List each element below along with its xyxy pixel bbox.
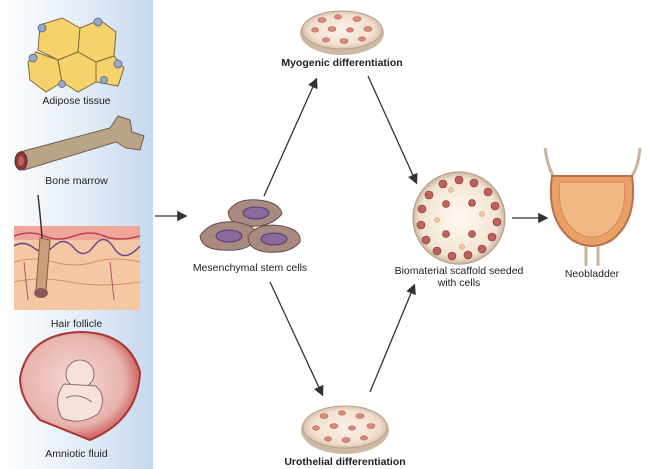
label-biomaterial-scaffold: Biomaterial scaffold seeded with cells (394, 265, 524, 289)
label-adipose-tissue: Adipose tissue (42, 95, 111, 107)
urothelial-culture-dish (301, 405, 389, 454)
arrow-myogenic-to-scaffold (367, 75, 418, 185)
process-arrows (155, 75, 549, 397)
hair-follicle-illustration (13, 194, 141, 310)
arrow-stem-cells-to-myogenic (263, 77, 318, 197)
arrow-stem-cells-to-urothelial (269, 281, 324, 397)
label-bone-marrow: Bone marrow (45, 175, 108, 187)
mesenchymal-stem-cells-illustration (199, 199, 301, 253)
label-amniotic-fluid: Amniotic fluid (45, 448, 108, 460)
label-myogenic-differentiation: Myogenic differentiation (281, 57, 403, 69)
neobladder-illustration (543, 147, 642, 266)
label-neobladder: Neobladder (564, 268, 620, 280)
bone-marrow-illustration (14, 115, 145, 171)
amniotic-fluid-illustration (18, 330, 142, 442)
arrow-urothelial-to-scaffold (369, 283, 416, 393)
label-hair-follicle: Hair follicle (50, 318, 103, 330)
adipose-tissue-illustration (27, 17, 125, 93)
myogenic-culture-dish (300, 10, 384, 55)
biomaterial-scaffold-illustration (412, 171, 506, 265)
label-mesenchymal-stem-cells: Mesenchymal stem cells (192, 262, 308, 274)
label-urothelial-differentiation: Urothelial differentiation (284, 456, 406, 468)
